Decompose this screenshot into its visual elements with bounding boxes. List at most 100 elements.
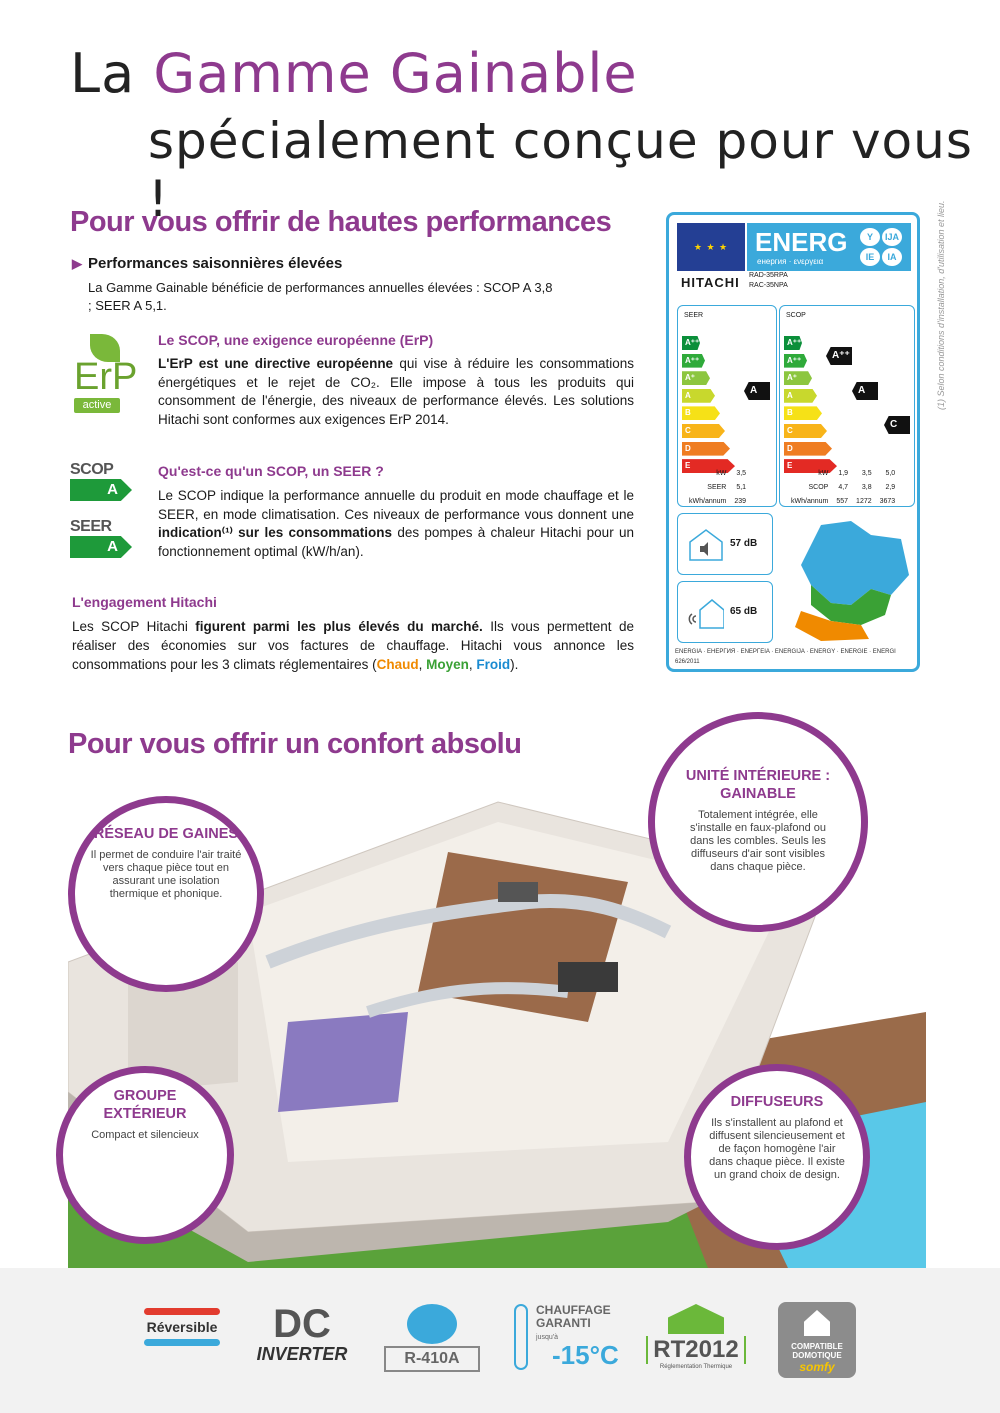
energy-class-bar: B — [682, 406, 720, 421]
page-title-line1: La Gamme Gainable — [70, 42, 638, 105]
performance-text: La Gamme Gainable bénéficie de performan… — [88, 280, 553, 313]
energy-data-cell: 5,0 — [885, 470, 896, 477]
indoor-unit-text: Totalement intégrée, elle s'installe en … — [689, 809, 827, 873]
seer-badge: SEER A — [70, 518, 132, 558]
energy-data-cell: kW — [818, 470, 829, 477]
indoor-sound-value: 57 dB — [730, 538, 758, 549]
diffusers-title: DIFFUSEURS — [730, 1094, 824, 1110]
scop-rating-average: A — [852, 382, 878, 400]
energy-data-cell: 2,9 — [885, 484, 896, 491]
section-title-comfort: Pour vous offrir un confort absolu — [68, 728, 522, 760]
heating-upto-label: jusqu'à — [536, 1334, 558, 1341]
somfy-label: somfy — [799, 1360, 835, 1374]
indoor-unit-title: UNITÉ INTÉRIEURE : GAINABLE — [685, 768, 831, 802]
engagement-end: ). — [510, 657, 519, 672]
reversible-badge: Réversible — [138, 1304, 226, 1376]
lang-dot: IA — [882, 248, 902, 266]
engagement-title: L'engagement Hitachi — [72, 594, 217, 610]
energy-class-bar: B — [784, 406, 822, 421]
erp-logo-active: active — [74, 398, 120, 413]
energy-data-cell: 557 — [836, 498, 849, 505]
compatible-label: COMPATIBLE DOMOTIQUE — [791, 1342, 843, 1360]
outdoor-unit-title: GROUPE EXTÉRIEUR — [103, 1088, 187, 1122]
reversible-label: Réversible — [146, 1319, 218, 1335]
duct-network-text: Il permet de conduire l'air traité vers … — [90, 849, 242, 900]
energ-subtitle: енергия · ενεργεια — [757, 257, 824, 266]
scop-erp-body: qui vise à réduire les consommations éne… — [158, 356, 634, 427]
scop-panel-label: SCOP — [786, 312, 806, 319]
green-house-icon — [668, 1304, 724, 1334]
energy-label-brand: HITACHI — [681, 275, 740, 290]
rt2012-badge: RT2012 Réglementation Thermique — [646, 1304, 746, 1376]
scop-seer-question-title: Qu'est-ce qu'un SCOP, un SEER ? — [158, 463, 384, 479]
r410a-badge: R-410A — [384, 1304, 480, 1376]
energy-data-cell: kWh/annum — [689, 498, 727, 505]
engagement-paragraph: Les SCOP Hitachi figurent parmi les plus… — [72, 619, 634, 672]
performance-heading: ▶ Performances saisonnières élevées — [72, 255, 342, 272]
house-icon — [804, 1310, 830, 1336]
leaf-icon — [90, 334, 120, 362]
energy-class-bar: E — [784, 459, 837, 474]
eu-flag-icon: ★ ★ ★ — [677, 223, 745, 271]
title-prefix: La — [70, 42, 136, 105]
energy-class-bar: C — [784, 423, 827, 438]
triangle-bullet-icon: ▶ — [72, 256, 82, 271]
r410a-label: R-410A — [384, 1346, 480, 1372]
energy-label-regulation: 626/2011 — [675, 659, 700, 665]
feature-icons-footer: Réversible DC INVERTER R-410A CHAUFFAGE … — [0, 1268, 1000, 1413]
erp-logo-text: ErP — [74, 356, 138, 398]
what-text-bold: indication⁽¹⁾ sur les consommations — [158, 525, 393, 540]
energy-data-cell: 3,5 — [861, 470, 872, 477]
energy-class-bar: A — [682, 388, 715, 403]
energy-data-cell: 3,5 — [736, 470, 747, 477]
engagement-bold: figurent parmi les plus élevés du marché… — [195, 619, 483, 634]
callout-duct-network: RÉSEAU DE GAINES Il permet de conduire l… — [68, 796, 264, 992]
blue-arrow-icon — [144, 1339, 220, 1346]
inverter-label: INVERTER — [256, 1344, 348, 1364]
climate-moyen: Moyen — [426, 657, 469, 672]
energy-data-cell: 3,8 — [861, 484, 872, 491]
energy-label-languages: ENERGIA · ЕНЕРГИЯ · ΕΝΕΡΓΕΙΑ · ENERGIJA … — [675, 649, 896, 655]
callout-indoor-unit: UNITÉ INTÉRIEURE : GAINABLE Totalement i… — [648, 712, 868, 932]
energy-class-bar: A⁺⁺ — [682, 353, 705, 368]
indoor-house-sound-icon — [689, 529, 723, 561]
seer-panel-label: SEER — [684, 312, 704, 319]
energy-class-bar: A⁺ — [784, 371, 812, 386]
seer-badge-label: SEER — [70, 518, 112, 535]
outdoor-sound-value: 65 dB — [730, 606, 758, 617]
somfy-badge: COMPATIBLE DOMOTIQUE somfy — [778, 1302, 856, 1378]
scop-seer-paragraph: Le SCOP indique la performance annuelle … — [158, 487, 634, 561]
energy-class-bar: C — [682, 423, 725, 438]
scop-badge: SCOP A — [70, 461, 132, 501]
globe-icon — [407, 1304, 457, 1344]
what-text-1: Le SCOP indique la performance annuelle … — [158, 488, 634, 522]
energy-data-cell: 5,1 — [736, 484, 747, 491]
erp-logo: ErP active — [72, 334, 138, 414]
energy-class-bar: A⁺ — [682, 371, 710, 386]
energy-class-bar: D — [784, 441, 832, 456]
duct-network-title: RÉSEAU DE GAINES — [93, 826, 239, 842]
page-title-line2: spécialement conçue pour vous ! — [148, 112, 973, 228]
rt2012-label: RT2012 — [646, 1336, 746, 1364]
energy-data-cell: 3673 — [879, 498, 896, 505]
energy-class-bar: A⁺⁺ — [784, 353, 807, 368]
energy-data-row: kW 1,9 3,5 5,0 — [788, 468, 898, 480]
rt2012-sub: Réglementation Thermique — [659, 1364, 733, 1370]
energy-data-cell: 1,9 — [838, 470, 849, 477]
callout-diffusers: DIFFUSEURS Ils s'installent au plafond e… — [684, 1064, 870, 1250]
performance-heading-text: Performances saisonnières élevées — [88, 255, 343, 272]
energy-data-cell: 4,7 — [838, 484, 849, 491]
title-accent: Gamme Gainable — [153, 42, 638, 105]
energy-class-bar: D — [682, 441, 730, 456]
